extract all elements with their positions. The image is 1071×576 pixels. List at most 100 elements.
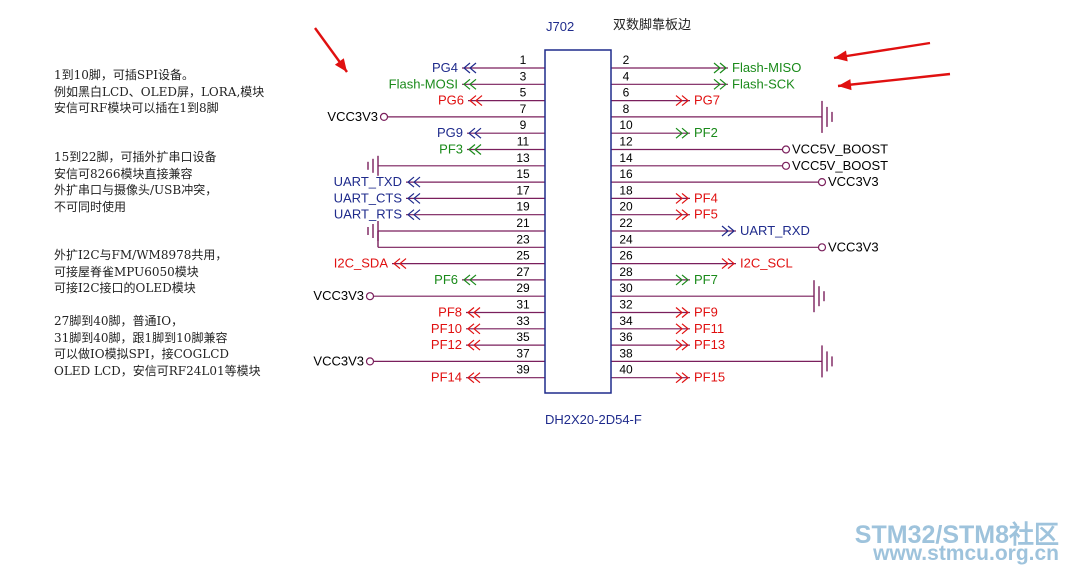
- net-label: PF5: [694, 207, 718, 222]
- port-chevron-icon: [467, 372, 481, 384]
- ground-icon: [367, 155, 379, 176]
- ground-symbols: [367, 100, 833, 378]
- net-label: PG9: [437, 125, 463, 140]
- net-label: PF10: [431, 321, 462, 336]
- pin-number: 15: [516, 167, 530, 181]
- pin-number: 37: [516, 346, 530, 360]
- net-label: Flash-SCK: [732, 76, 795, 91]
- net-label: VCC3V3: [828, 174, 879, 189]
- net-label: I2C_SCL: [740, 256, 793, 271]
- arrowhead-icon: [334, 58, 347, 72]
- pin-number: 27: [516, 265, 530, 279]
- port-chevron-icon: [675, 372, 689, 384]
- net-label: Flash-MISO: [732, 60, 801, 75]
- pin-number: 16: [619, 167, 633, 181]
- net-label: PF9: [694, 305, 718, 320]
- pin-number: 8: [623, 102, 630, 116]
- pin-number: 19: [516, 200, 530, 214]
- arrowhead-icon: [838, 79, 852, 91]
- pin-number: 39: [516, 363, 530, 377]
- pin-number: 33: [516, 314, 530, 328]
- port-chevron-icon: [467, 307, 481, 318]
- pin-number: 5: [520, 86, 527, 100]
- port-chevron-icon: [675, 339, 689, 351]
- net-label: VCC5V_BOOST: [792, 158, 888, 173]
- ground-icon: [821, 100, 833, 133]
- power-terminal-icon: [781, 145, 791, 154]
- watermark-title: STM32/STM8社区: [854, 521, 1059, 549]
- port-chevron-icon: [675, 209, 689, 221]
- connector-note: 双数脚靠板边: [613, 17, 691, 32]
- net-label: PF13: [694, 337, 725, 352]
- connector-part-number: DH2X20-2D54-F: [545, 412, 642, 427]
- net-label: UART_RXD: [740, 223, 810, 238]
- pin-number: 35: [516, 330, 530, 344]
- pin-number: 4: [623, 69, 630, 83]
- net-label: PF8: [438, 305, 462, 320]
- pin-number: 26: [619, 249, 633, 263]
- pin-number: 11: [517, 135, 530, 149]
- net-label: PF3: [439, 142, 463, 157]
- power-terminal-icon: [365, 292, 375, 301]
- port-chevron-icon: [407, 176, 421, 188]
- annotation-arrows: [314, 27, 951, 91]
- pin-number: 14: [619, 151, 633, 165]
- red-arrow-icon: [833, 41, 931, 60]
- pin-number: 28: [619, 265, 633, 279]
- pin-number: 13: [516, 151, 530, 165]
- port-chevron-icon: [407, 192, 421, 204]
- pin-number: 40: [619, 363, 633, 377]
- net-label: PG6: [438, 93, 464, 108]
- port-chevron-icon: [468, 127, 482, 139]
- port-chevron-icon: [407, 209, 421, 221]
- pin-number: 6: [623, 86, 630, 100]
- port-chevron-icon: [675, 307, 689, 318]
- power-terminal-icon: [817, 178, 827, 187]
- pin-number: 24: [619, 232, 633, 246]
- net-label: PF7: [694, 272, 718, 287]
- ground-icon: [367, 221, 379, 241]
- pin-number: 21: [516, 216, 530, 230]
- net-label: PF2: [694, 125, 718, 140]
- port-chevron-icon: [713, 78, 727, 90]
- net-label: UART_RTS: [334, 207, 402, 222]
- pin-number: 2: [623, 53, 630, 67]
- net-label: I2C_SDA: [334, 256, 389, 271]
- net-label: PG4: [432, 60, 458, 75]
- note-i2c: 外扩I2C与FM/WM8978共用， 可接屋脊雀MPU6050模块 可接I2C接…: [54, 248, 228, 295]
- arrowhead-icon: [834, 50, 848, 62]
- port-chevron-icon: [393, 258, 407, 270]
- pin-number: 17: [516, 183, 530, 197]
- connector-designator: J702: [546, 19, 574, 34]
- watermark-url: www.stmcu.org.cn: [873, 542, 1059, 565]
- note-io: 27脚到40脚，普通IO， 31脚到40脚，跟1脚到10脚兼容 可以做IO模拟S…: [54, 314, 261, 378]
- red-arrow-icon: [837, 72, 951, 88]
- pin-number: 10: [619, 118, 633, 132]
- port-chevron-icon: [675, 274, 689, 286]
- pin-number: 36: [619, 330, 633, 344]
- port-chevron-icon: [721, 258, 735, 270]
- port-chevron-icon: [463, 62, 477, 74]
- port-chevron-icon: [469, 95, 483, 107]
- power-terminal-icon: [817, 243, 827, 252]
- pin-number: 1: [520, 53, 527, 67]
- port-chevron-icon: [675, 323, 689, 335]
- net-label: PF6: [434, 272, 458, 287]
- ground-icon: [821, 345, 833, 378]
- net-label: PF15: [694, 370, 725, 385]
- power-terminal-icon: [379, 112, 389, 122]
- net-label: Flash-MOSI: [389, 76, 458, 91]
- port-chevron-icon: [721, 225, 735, 237]
- pin-number: 38: [619, 346, 633, 360]
- power-terminal-icon: [365, 357, 375, 366]
- power-terminal-icon: [781, 161, 791, 170]
- net-label: UART_CTS: [334, 190, 403, 205]
- port-chevron-icon: [675, 127, 689, 139]
- net-label: VCC3V3: [828, 239, 879, 254]
- pin-number: 18: [619, 183, 633, 197]
- pin-number: 9: [520, 118, 527, 132]
- connector-body: [544, 49, 612, 394]
- net-label: VCC3V3: [313, 288, 364, 303]
